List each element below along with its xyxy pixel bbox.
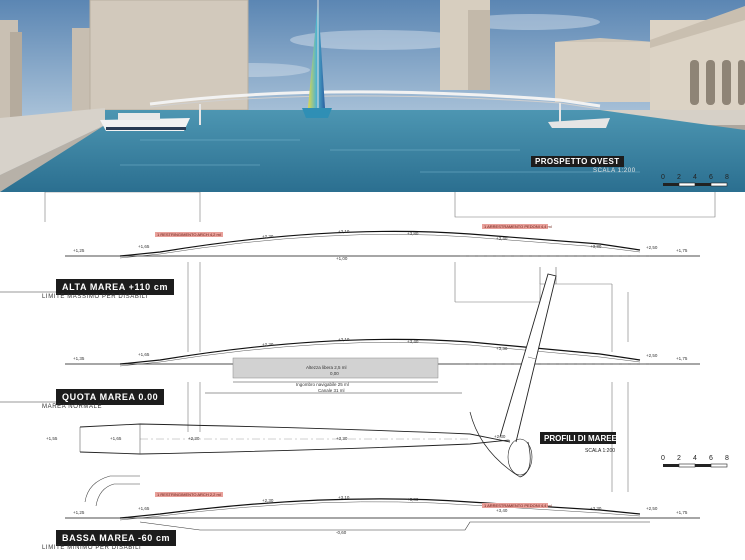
navigable-dimension: Ingombro navigabile 25 ml [296, 382, 349, 387]
pedestrian-tag-label: 1 ARRESTRAMENTO PEDONI 4,4 ml [484, 224, 552, 229]
scale-tick-label: 6 [709, 455, 713, 462]
plan-level: +1,55 [46, 436, 58, 441]
section-title-bassa-marea: BASSA MAREA -60 cm [56, 530, 177, 546]
level-mark: +1,75 [676, 248, 688, 253]
elevation-scale: SCALA 1:200 [593, 168, 636, 174]
plan-scale: SCALA 1:200 [585, 448, 615, 454]
level-mark: +1,65 [138, 244, 150, 249]
level-mark: +1,75 [676, 356, 688, 361]
level-mark: +1,25 [73, 510, 85, 515]
channel-dimension: Canale 31 ml [318, 388, 345, 393]
level-mark: +1,25 [73, 248, 85, 253]
restriction-tag [155, 492, 223, 497]
level-mark: +1,00 [336, 256, 348, 261]
elevation-title: PROSPETTO OVEST [531, 156, 624, 167]
section-title-alta-marea: ALTA MAREA +110 cm [56, 279, 175, 295]
clearance-box [232, 357, 439, 379]
plan-title-bg [540, 432, 616, 444]
scale-tick-label: 8 [725, 174, 729, 181]
restriction-tag-label: 1 RESTRINGIMENTO ARCH 2,2 ml [157, 492, 221, 497]
tide-profiles-drawing: 1 RESTRINGIMENTO ARCH 4,2 ml 1 ARRESTRAM… [0, 192, 729, 535]
level-mark: +2,50 [646, 353, 658, 358]
scale-tick-label: 4 [693, 174, 697, 181]
level-mark: +3,30 [496, 346, 508, 351]
plan-level: +1,65 [110, 436, 122, 441]
pedestrian-tag [482, 503, 548, 508]
level-mark: +2,30 [262, 498, 274, 503]
level-mark: +3,10 [338, 229, 350, 234]
plan-title: PROFILI DI MAREE [544, 434, 618, 443]
level-mark: +1,65 [138, 506, 150, 511]
plan-level: +2,30 [494, 434, 506, 439]
rendering-photo: PROSPETTO OVEST SCALA 1:200 [0, 0, 745, 192]
scale-tick-label: 8 [725, 455, 729, 462]
pedestrian-tag-label: 1 ARRESTRAMENTO PEDONI 4,4 ml [484, 503, 552, 508]
scale-tick-label: 0 [661, 174, 665, 181]
plan-view: +1,55 +1,65 +2,30 +3,30 +2,30 [46, 267, 557, 507]
scale-tick-label: 2 [677, 174, 681, 181]
section-subtitle-quota-marea: MAREA NORMALE [42, 404, 103, 410]
level-mark: +3,80 [407, 497, 419, 502]
pedestrian-tag [482, 224, 548, 229]
level-mark: +3,10 [338, 495, 350, 500]
scale-tick-label: 6 [709, 174, 713, 181]
level-mark: +3,40 [496, 236, 508, 241]
scale-tick-label: 0 [661, 455, 665, 462]
section-subtitle-bassa-marea: LIMITE MINIMO PER DISABILI [42, 545, 142, 551]
plan-level: +2,30 [188, 436, 200, 441]
level-mark: +3,30 [590, 244, 602, 249]
scale-tick-label: 4 [693, 455, 697, 462]
scale-bar-top: 0 2 4 6 8 [661, 174, 729, 187]
section-title-quota-marea: QUOTA MAREA 0.00 [56, 389, 165, 405]
section-bassa-marea: 1 RESTRINGIMENTO ARCH 2,2 ml 1 ARRESTRAM… [65, 492, 700, 535]
section-quota-marea: Altezza libera 2,5 ml 0,00 Ingombro navi… [0, 337, 700, 403]
section-subtitle-alta-marea: LIMITE MASSIMO PER DISABILI [42, 294, 148, 300]
restriction-tag-label: 1 RESTRINGIMENTO ARCH 4,2 ml [157, 232, 221, 237]
plan-level: +3,30 [336, 436, 348, 441]
section-alta-marea: 1 RESTRINGIMENTO ARCH 4,2 ml 1 ARRESTRAM… [0, 224, 700, 293]
level-mark: +3,10 [338, 337, 350, 342]
level-mark: +1,65 [138, 352, 150, 357]
scale-bar-bottom: 0 2 4 6 8 [661, 455, 729, 468]
clearance-level: 0,00 [330, 371, 339, 376]
level-mark: +2,50 [646, 245, 658, 250]
rendering-image [0, 0, 745, 192]
scale-tick-label: 2 [677, 455, 681, 462]
level-mark: -0,60 [336, 530, 347, 535]
level-mark: +3,40 [407, 339, 419, 344]
level-mark: +3,40 [496, 508, 508, 513]
clearance-label: Altezza libera 2,5 ml [306, 365, 347, 370]
level-mark: +3,80 [407, 231, 419, 236]
level-mark: +2,30 [262, 234, 274, 239]
restriction-tag [155, 232, 223, 237]
level-mark: +2,30 [262, 342, 274, 347]
level-mark: +1,35 [73, 356, 85, 361]
scale-bar-segments [663, 182, 728, 187]
level-mark: +3,30 [590, 506, 602, 511]
level-mark: +2,50 [646, 506, 658, 511]
level-mark: +1,75 [676, 510, 688, 515]
